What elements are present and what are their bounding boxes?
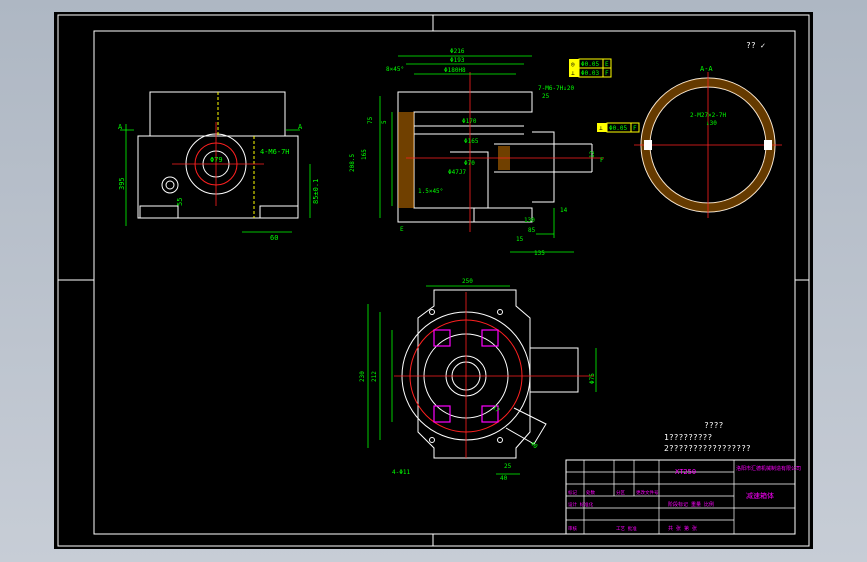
- revision-count: 处数: [586, 489, 595, 496]
- centering-marks: [58, 15, 809, 546]
- sheet-count: 共 张 第 张: [668, 525, 697, 532]
- stage-weight-scale: 阶段标记 重量 比例: [668, 501, 714, 508]
- dim-75: 75: [367, 116, 374, 124]
- fcf2-value: Φ0.03: [581, 70, 599, 77]
- dim-208-5: 208.5: [349, 154, 356, 172]
- outer-frame: [57, 14, 810, 547]
- dim-d79: Φ79: [210, 156, 223, 164]
- thread-depth: ↓30: [706, 120, 717, 127]
- dim-230: 230: [359, 371, 366, 382]
- fcf2-datum: F: [605, 70, 609, 77]
- dim-395: 395: [118, 177, 126, 190]
- fcf1-value: Φ0.05: [581, 61, 599, 68]
- note-line-1: 1?????????: [664, 433, 712, 442]
- section-mark-a-right: A: [298, 123, 303, 131]
- drawing-sheet: A A 395 60 Φ79 4-M6-7H 85±0.1 55: [54, 12, 813, 549]
- dim-15: 15: [516, 236, 524, 243]
- dim-60: 60: [270, 234, 278, 242]
- revision-doc: 更改文件号: [636, 489, 659, 496]
- approval-row: 工艺 批准: [616, 525, 637, 532]
- dim-d216: Φ216: [450, 48, 465, 55]
- title-block: XT250 洛阳市汇德机械制造有限公司 减速箱体 标记 处数 分区 更改文件号 …: [565, 459, 801, 535]
- dim-14: 14: [560, 207, 568, 214]
- dim-d170: Φ170: [462, 118, 477, 125]
- dim-d47j7: Φ47J7: [448, 169, 466, 176]
- section-label: A-A: [700, 65, 713, 73]
- dim-d180h8: Φ180H8: [444, 67, 466, 74]
- thread-7-m6: 7-M6-7H↓20: [538, 85, 575, 92]
- dim-25: 25: [504, 463, 512, 470]
- dim-d165: Φ165: [464, 138, 479, 145]
- fcf3-symbol: ⊥: [599, 125, 603, 132]
- revision-zone: 分区: [616, 489, 625, 496]
- dim-250: 250: [462, 278, 473, 285]
- section-mark-a-left: A: [118, 123, 123, 131]
- top-view: 250 230 212 Φ75 17 40 25 40 4-Φ11: [359, 278, 597, 482]
- dim-d70: Φ70: [464, 160, 475, 167]
- fcf1-symbol: ◎: [571, 61, 575, 68]
- fcf3-value: Φ0.05: [609, 125, 627, 132]
- holes-4-d11: 4-Φ11: [392, 469, 410, 476]
- roughness-note: ?? ✓: [746, 41, 765, 50]
- drawing-code: XT250: [675, 468, 696, 476]
- revision-row: 标记: [568, 489, 577, 496]
- feature-control-frame-1: ◎ Φ0.05 E: [569, 58, 612, 69]
- fcf2-symbol: ⊥: [571, 70, 575, 77]
- section-a-a-view: A-A 2-M27×2-7H ↓30 ?? ✓: [634, 41, 782, 218]
- dim-d193: Φ193: [450, 57, 465, 64]
- company-name: 洛阳市汇德机械制造有限公司: [736, 465, 801, 472]
- drawing-canvas: A A 395 60 Φ79 4-M6-7H 85±0.1 55: [57, 14, 810, 547]
- dim-12: 12: [589, 150, 596, 158]
- dim-40b: 40: [500, 475, 508, 482]
- datum-e: E: [400, 226, 404, 233]
- dim-135: 135: [534, 250, 545, 257]
- dim-40: 40: [529, 440, 539, 450]
- thread-2-m27: 2-M27×2-7H: [690, 112, 727, 119]
- feature-control-frame-3: ⊥ Φ0.05 F: [597, 122, 640, 133]
- designer-row: 设计 标准化: [568, 501, 594, 508]
- inner-frame: [93, 30, 796, 535]
- dim-25: 25: [542, 93, 550, 100]
- part-name: 减速箱体: [746, 491, 774, 500]
- feature-control-frame-2: ⊥ Φ0.03 F: [569, 67, 612, 78]
- note-line-2: 2?????????????????: [664, 444, 751, 453]
- dim-55: 55: [176, 198, 184, 206]
- left-view: A A 395 60 Φ79 4-M6-7H 85±0.1 55: [118, 91, 320, 242]
- front-section-view: Φ216 Φ193 Φ180H8 8×45° 7-M6-7H↓20 25 Φ17…: [349, 48, 640, 257]
- dim-5: 5: [381, 120, 388, 124]
- review-row: 审核: [568, 525, 577, 532]
- fcf1-datum: E: [605, 61, 609, 68]
- dim-d75: Φ75: [589, 373, 596, 384]
- thread-4-m6: 4-M6-7H: [260, 148, 290, 156]
- notes-heading: ????: [704, 421, 723, 430]
- dim-85: 85: [528, 227, 536, 234]
- dim-17: 17: [491, 404, 501, 414]
- technical-notes: ???? 1????????? 2?????????????????: [664, 421, 751, 453]
- datum-f: F: [600, 157, 604, 164]
- dim-212: 212: [371, 371, 378, 382]
- dim-85: 85±0.1: [312, 179, 320, 204]
- chamfer-8x45: 8×45°: [386, 66, 404, 73]
- dim-130: 130: [524, 217, 535, 224]
- fcf3-datum: F: [633, 125, 637, 132]
- chamfer-1-5x45: 1.5×45°: [418, 188, 443, 195]
- dim-165: 165: [361, 149, 368, 160]
